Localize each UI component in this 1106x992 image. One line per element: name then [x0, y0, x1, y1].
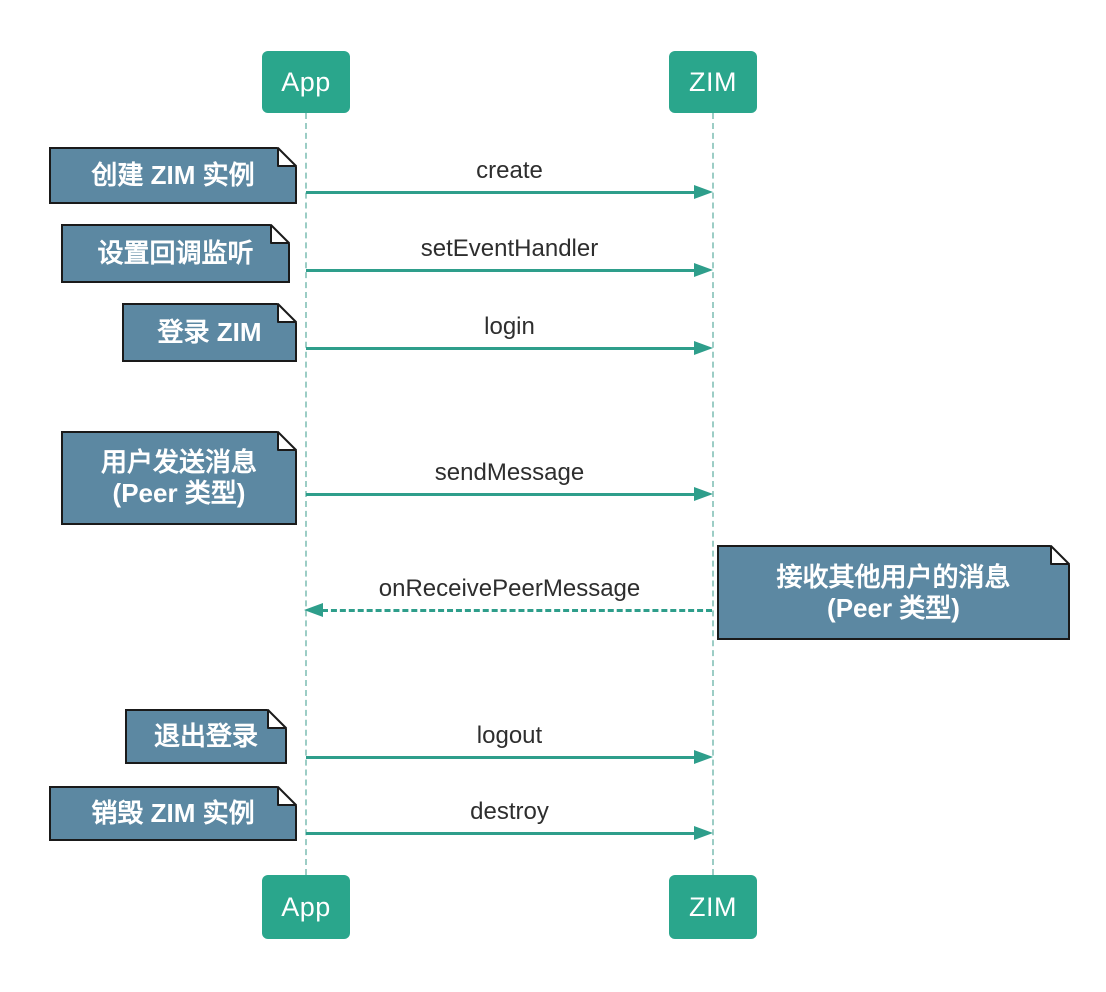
message-create-arrowhead-icon	[694, 185, 713, 199]
note-folded-corner-icon	[277, 303, 297, 323]
message-sendmessage-label: sendMessage	[434, 459, 585, 486]
note-line: (Peer 类型)	[827, 592, 960, 623]
actor-zim-top: ZIM	[669, 51, 757, 113]
note-user-send-message: 用户发送消息 (Peer 类型)	[61, 431, 297, 525]
note-receive-peer-message: 接收其他用户的消息 (Peer 类型)	[717, 545, 1070, 640]
message-onreceivepeermessage-line	[322, 609, 712, 612]
message-logout-label: logout	[476, 722, 543, 749]
note-line: 接收其他用户的消息	[776, 561, 1011, 592]
note-folded-corner-icon	[277, 147, 297, 167]
note-folded-corner-icon	[267, 709, 287, 729]
message-seteventhandler-label: setEventHandler	[420, 235, 599, 262]
message-login-arrowhead-icon	[694, 341, 713, 355]
message-seteventhandler-line	[306, 269, 696, 272]
note-logout: 退出登录	[125, 709, 287, 764]
message-onreceivepeermessage-arrowhead-icon	[304, 603, 323, 617]
lifeline-zim	[712, 113, 714, 875]
note-create-zim-instance: 创建 ZIM 实例	[49, 147, 297, 204]
note-line: 销毁 ZIM 实例	[91, 798, 255, 828]
note-line: 用户发送消息	[100, 447, 257, 477]
actor-app-top: App	[262, 51, 350, 113]
note-destroy-zim-instance: 销毁 ZIM 实例	[49, 786, 297, 841]
message-login-line	[306, 347, 696, 350]
note-folded-corner-icon	[1050, 545, 1070, 565]
note-folded-corner-icon	[277, 431, 297, 451]
message-logout-line	[306, 756, 696, 759]
message-create-label: create	[476, 157, 543, 184]
message-destroy-line	[306, 832, 696, 835]
note-line: 设置回调监听	[97, 238, 254, 268]
actor-app-bottom: App	[262, 875, 350, 939]
message-sendmessage-arrowhead-icon	[694, 487, 713, 501]
message-onreceivepeermessage-label: onReceivePeerMessage	[378, 575, 641, 602]
message-logout-arrowhead-icon	[694, 750, 713, 764]
message-create-line	[306, 191, 696, 194]
message-seteventhandler-arrowhead-icon	[694, 263, 713, 277]
note-line: 退出登录	[153, 721, 258, 751]
note-line: (Peer 类型)	[112, 478, 246, 508]
note-folded-corner-icon	[270, 224, 290, 244]
note-login-zim: 登录 ZIM	[122, 303, 297, 362]
note-set-callback-listener: 设置回调监听	[61, 224, 290, 283]
note-line: 创建 ZIM 实例	[91, 160, 255, 190]
message-sendmessage-line	[306, 493, 696, 496]
message-destroy-label: destroy	[470, 798, 549, 825]
actor-zim-bottom: ZIM	[669, 875, 757, 939]
message-login-label: login	[484, 313, 535, 340]
message-destroy-arrowhead-icon	[694, 826, 713, 840]
note-folded-corner-icon	[277, 786, 297, 806]
note-line: 登录 ZIM	[157, 317, 262, 347]
